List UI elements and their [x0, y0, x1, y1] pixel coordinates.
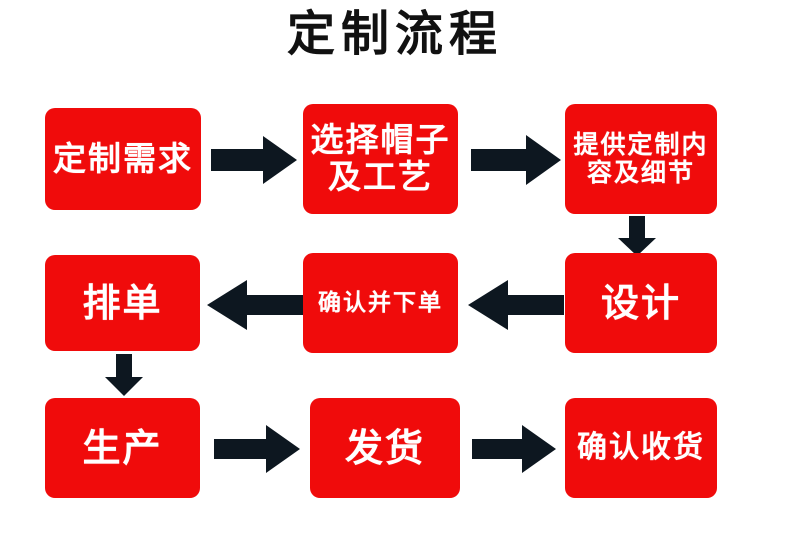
- node-demand-label: 定制需求: [53, 138, 193, 178]
- node-provide-details[interactable]: 提供定制内 容及细节: [565, 104, 717, 214]
- node-confirm-receipt[interactable]: 确认收货: [565, 398, 717, 498]
- node-demand[interactable]: 定制需求: [45, 108, 201, 210]
- arrow-produce-to-ship: [214, 424, 300, 474]
- arrow-ship-to-receive: [472, 424, 556, 474]
- node-provide-line-1: 提供定制内: [573, 130, 709, 159]
- node-confirm-order-label: 确认并下单: [318, 289, 443, 317]
- node-ship[interactable]: 发货: [310, 398, 460, 498]
- node-confirm-order[interactable]: 确认并下单: [303, 253, 458, 353]
- node-select-hat-craft[interactable]: 选择帽子 及工艺: [303, 104, 458, 214]
- node-design[interactable]: 设计: [565, 253, 717, 353]
- node-design-label: 设计: [600, 279, 681, 325]
- arrow-demand-to-select: [211, 134, 297, 186]
- node-schedule-label: 排单: [82, 279, 163, 325]
- node-select-line-2: 及工艺: [328, 157, 433, 196]
- node-ship-label: 发货: [344, 424, 425, 470]
- node-schedule[interactable]: 排单: [45, 255, 200, 351]
- arrow-select-to-provide: [471, 132, 561, 188]
- page-title: 定制流程: [286, 6, 503, 62]
- node-select-hat-craft-label: 选择帽子 及工艺: [310, 120, 451, 196]
- arrow-design-to-confirm: [468, 278, 564, 332]
- node-provide-details-label: 提供定制内 容及细节: [573, 131, 708, 187]
- node-provide-line-2: 容及细节: [586, 158, 695, 187]
- node-select-line-1: 选择帽子: [310, 120, 451, 160]
- arrow-provide-to-design: [617, 216, 657, 256]
- node-confirm-receipt-label: 确认收货: [577, 430, 705, 466]
- arrow-schedule-to-produce: [104, 354, 144, 396]
- node-produce-label: 生产: [82, 424, 163, 470]
- node-produce[interactable]: 生产: [45, 398, 200, 498]
- arrow-confirm-to-schedule: [207, 278, 303, 332]
